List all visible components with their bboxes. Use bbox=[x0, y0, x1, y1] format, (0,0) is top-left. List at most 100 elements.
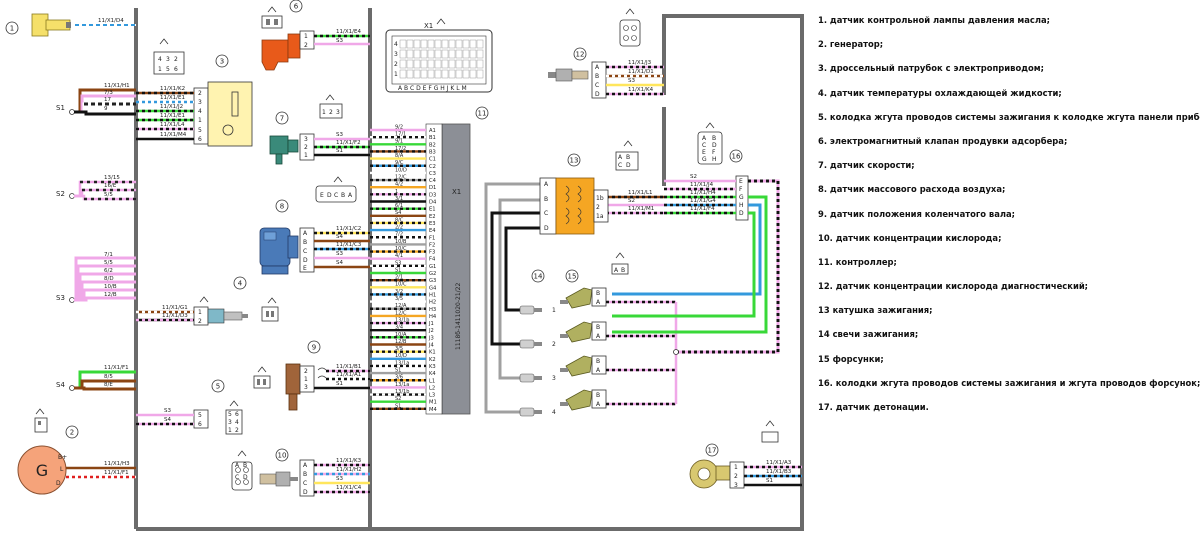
legend-item: 8. датчик массового расхода воздуха; bbox=[818, 184, 1006, 195]
controller-pin-label: G3 bbox=[429, 278, 436, 284]
svg-text:C: C bbox=[303, 480, 307, 487]
legend-list: 1. датчик контрольной лампы давления мас… bbox=[818, 14, 1200, 425]
svg-text:S4: S4 bbox=[56, 381, 65, 389]
x1-face-cavity bbox=[434, 39, 442, 49]
controller-pin-label: D3 bbox=[429, 192, 436, 198]
svg-text:B: B bbox=[626, 154, 630, 161]
controller-pin-label: B2 bbox=[429, 142, 436, 148]
svg-text:11/X1/A3: 11/X1/A3 bbox=[766, 460, 792, 466]
maf-sensor: 8 E D C B A A B C D E 11/X1/C2 S4 11/X bbox=[259, 176, 370, 275]
x1-face-cavity bbox=[420, 49, 428, 59]
controller-pin-label: D1 bbox=[429, 185, 436, 191]
svg-text:5/5: 5/5 bbox=[104, 260, 113, 266]
injector-nozzle bbox=[560, 402, 568, 406]
spark-plug-2: 2 bbox=[519, 339, 556, 349]
svg-text:2: 2 bbox=[198, 90, 202, 97]
legend-item: 10. датчик концентрации кислорода; bbox=[818, 232, 1002, 243]
harness-connector-5: 5 5 6 S3 S4 5 6 3 4 1 2 bbox=[136, 379, 243, 435]
controller-wire-label: 9/C bbox=[395, 160, 404, 166]
controller-wire-label: 8/C bbox=[395, 217, 404, 223]
controller-pin-label: K4 bbox=[429, 371, 436, 377]
x1-face-cavity bbox=[434, 49, 442, 59]
svg-text:5: 5 bbox=[198, 412, 202, 419]
x1-face-cavity bbox=[406, 49, 414, 59]
injector-pin-label: A bbox=[596, 333, 601, 340]
svg-text:2: 2 bbox=[70, 429, 74, 437]
controller-wire-label: 4/2 bbox=[395, 182, 403, 188]
controller-wire-label: 3/2 bbox=[395, 289, 403, 295]
injector-connector bbox=[591, 355, 607, 375]
svg-text:4: 4 bbox=[394, 41, 398, 48]
svg-text:X1: X1 bbox=[452, 188, 461, 196]
svg-text:3: 3 bbox=[228, 419, 232, 426]
svg-text:3: 3 bbox=[304, 136, 308, 143]
injector-body bbox=[565, 389, 593, 411]
injector-connector bbox=[591, 287, 607, 307]
svg-text:11/X1/H3: 11/X1/H3 bbox=[104, 461, 130, 467]
svg-text:11/X1/F2: 11/X1/F2 bbox=[336, 140, 361, 146]
svg-text:1: 1 bbox=[158, 66, 162, 73]
injector-pin-label: A bbox=[596, 299, 601, 306]
x1-face-cavity bbox=[448, 49, 456, 59]
svg-text:D: D bbox=[595, 91, 600, 98]
svg-text:11/X1/J4: 11/X1/J4 bbox=[690, 182, 714, 188]
svg-text:4: 4 bbox=[238, 280, 243, 288]
controller-pin-label: M1 bbox=[429, 400, 437, 406]
x1-face-cavity bbox=[399, 49, 407, 59]
splice-s4: S4 11/X1/F1 8/5 8/E bbox=[56, 365, 136, 391]
x1-face-cavity bbox=[420, 39, 428, 49]
controller-wire-label: 3/5 bbox=[395, 346, 403, 352]
svg-text:S1: S1 bbox=[56, 104, 65, 112]
x1-face-cavity bbox=[469, 49, 477, 59]
x1-face-cavity bbox=[434, 59, 442, 69]
svg-text:11/X1/K2: 11/X1/K2 bbox=[160, 86, 185, 92]
legend-item: 14 свечи зажигания; bbox=[818, 329, 919, 340]
x1-face-cavity bbox=[455, 39, 463, 49]
svg-text:S3: S3 bbox=[336, 132, 343, 138]
controller-wire-label: 3/5 bbox=[395, 296, 403, 302]
svg-text:11/X1/C3: 11/X1/C3 bbox=[336, 242, 362, 248]
svg-text:6: 6 bbox=[294, 3, 299, 11]
x1-face-cavity bbox=[406, 69, 414, 79]
svg-text:C: C bbox=[334, 192, 338, 199]
svg-text:D: D bbox=[243, 474, 248, 481]
legend-item: 5. колодка жгута проводов системы зажига… bbox=[818, 111, 1200, 122]
svg-text:1: 1 bbox=[304, 33, 308, 40]
svg-text:C: C bbox=[595, 82, 599, 89]
svg-text:1118б-1411020-21/22: 1118б-1411020-21/22 bbox=[455, 283, 462, 350]
legend-item: 7. датчик скорости; bbox=[818, 160, 915, 171]
svg-text:4: 4 bbox=[198, 108, 202, 115]
controller-wire-label: 12/B bbox=[395, 339, 407, 345]
controller-wire-label: 17/1 bbox=[395, 132, 406, 138]
legend-item: 4. датчик температуры охлаждающей жидкос… bbox=[818, 87, 1062, 98]
svg-text:9: 9 bbox=[104, 106, 108, 112]
svg-text:2: 2 bbox=[304, 368, 308, 375]
legend-item: 15 форсунки; bbox=[818, 353, 884, 364]
svg-text:E: E bbox=[739, 178, 743, 185]
svg-text:16/E: 16/E bbox=[104, 183, 117, 189]
controller-pin-label: D4 bbox=[429, 200, 437, 206]
svg-text:A: A bbox=[348, 192, 353, 199]
injector-connector bbox=[591, 389, 607, 409]
svg-text:11/X1/B3: 11/X1/B3 bbox=[766, 469, 792, 475]
svg-text:S3: S3 bbox=[336, 476, 343, 482]
spark-plug-4: 4 bbox=[519, 407, 556, 417]
svg-text:15: 15 bbox=[568, 273, 577, 281]
controller-pin-label: C3 bbox=[429, 171, 436, 177]
svg-text:11: 11 bbox=[478, 110, 487, 118]
x1-face-cavity bbox=[448, 59, 456, 69]
legend-item: 17. датчик детонации. bbox=[818, 402, 929, 412]
svg-text:9: 9 bbox=[312, 344, 316, 352]
x1-face-cavity bbox=[427, 39, 435, 49]
svg-text:S4: S4 bbox=[164, 417, 171, 423]
svg-text:4: 4 bbox=[158, 56, 162, 63]
injector-nozzle bbox=[560, 334, 568, 338]
svg-text:A B C D E F G H J K L M: A B C D E F G H J K L M bbox=[398, 85, 467, 92]
svg-text:D: D bbox=[303, 257, 308, 264]
legend-item: 1. датчик контрольной лампы давления мас… bbox=[818, 15, 1050, 25]
svg-text:4: 4 bbox=[235, 419, 239, 426]
legend-item: 13 катушка зажигания; bbox=[818, 305, 933, 316]
svg-text:6: 6 bbox=[174, 66, 178, 73]
svg-text:8/E: 8/E bbox=[104, 382, 113, 388]
controller-wire-label: 10/A bbox=[395, 332, 407, 338]
